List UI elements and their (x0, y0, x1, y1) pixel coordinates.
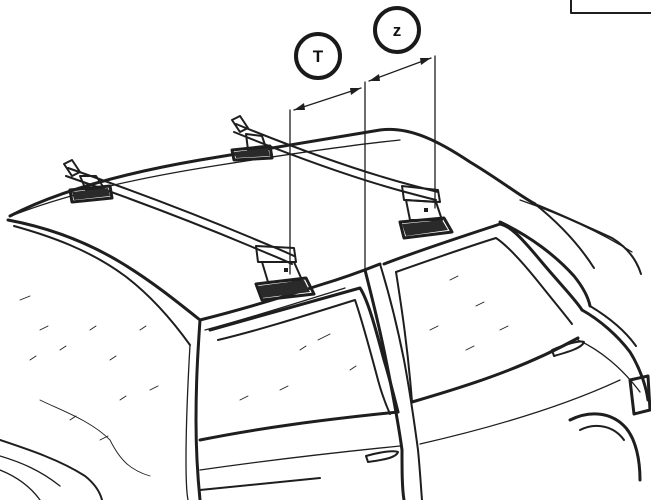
front-left-foot (63, 159, 114, 204)
corner-frame (570, 0, 651, 14)
label-z-text: z (393, 21, 402, 40)
front-bar (63, 159, 316, 302)
label-t-circle (294, 32, 342, 80)
rear-bar (230, 115, 454, 240)
label-z-circle (373, 6, 421, 54)
dimension-z-arrow (368, 57, 432, 82)
dimension-lines (289, 55, 436, 275)
label-t: T (294, 32, 342, 80)
label-z: z (373, 6, 421, 54)
rear-right-foot (398, 185, 454, 240)
roof-rack (63, 115, 454, 302)
car-body (0, 127, 651, 500)
rear-left-foot (230, 115, 274, 162)
label-t-text: T (313, 47, 324, 66)
dimension-t-arrow (293, 87, 362, 111)
front-right-foot (254, 245, 316, 302)
